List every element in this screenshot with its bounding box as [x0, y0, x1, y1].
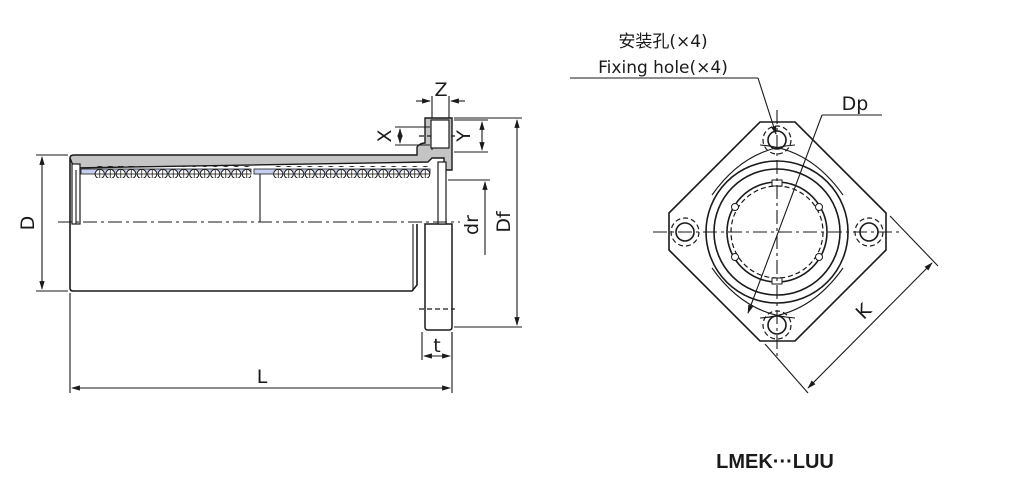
label-Z: Z [434, 79, 447, 101]
housing-shell [69, 117, 453, 171]
k-ext-top [889, 215, 939, 267]
label-Df: Df [493, 210, 515, 233]
side-view: D L Z X Y dr Df t [17, 79, 522, 393]
label-t: t [433, 335, 440, 357]
k-ext-bottom [764, 343, 809, 394]
label-D: D [17, 216, 39, 231]
seal-right [437, 161, 447, 225]
dimension-K [807, 262, 933, 389]
fixing-hole-section [430, 119, 450, 149]
label-dr: dr [461, 215, 483, 235]
label-Y: Y [453, 130, 475, 143]
fixing-hole-label-cn: 安装孔(×4) [618, 32, 707, 52]
fixing-hole-label-en: Fixing hole(×4) [598, 58, 728, 78]
label-Dp: Dp [842, 93, 869, 115]
flange-body [424, 223, 453, 331]
ball-row-right [273, 166, 430, 178]
fixing-hole-leader-arrow [757, 77, 777, 135]
label-K: K [852, 299, 877, 324]
model-name: LMEK···LUU [716, 451, 834, 473]
label-X: X [374, 129, 396, 142]
ball-row-left [94, 166, 251, 178]
dp-diameter-line [747, 114, 823, 314]
front-view: Dp 安装孔(×4) Fixing hole(×4) K [570, 32, 939, 394]
label-L: L [257, 366, 268, 388]
body-lower [69, 224, 418, 292]
corner-arc [711, 267, 796, 319]
corner-arc [711, 144, 796, 196]
